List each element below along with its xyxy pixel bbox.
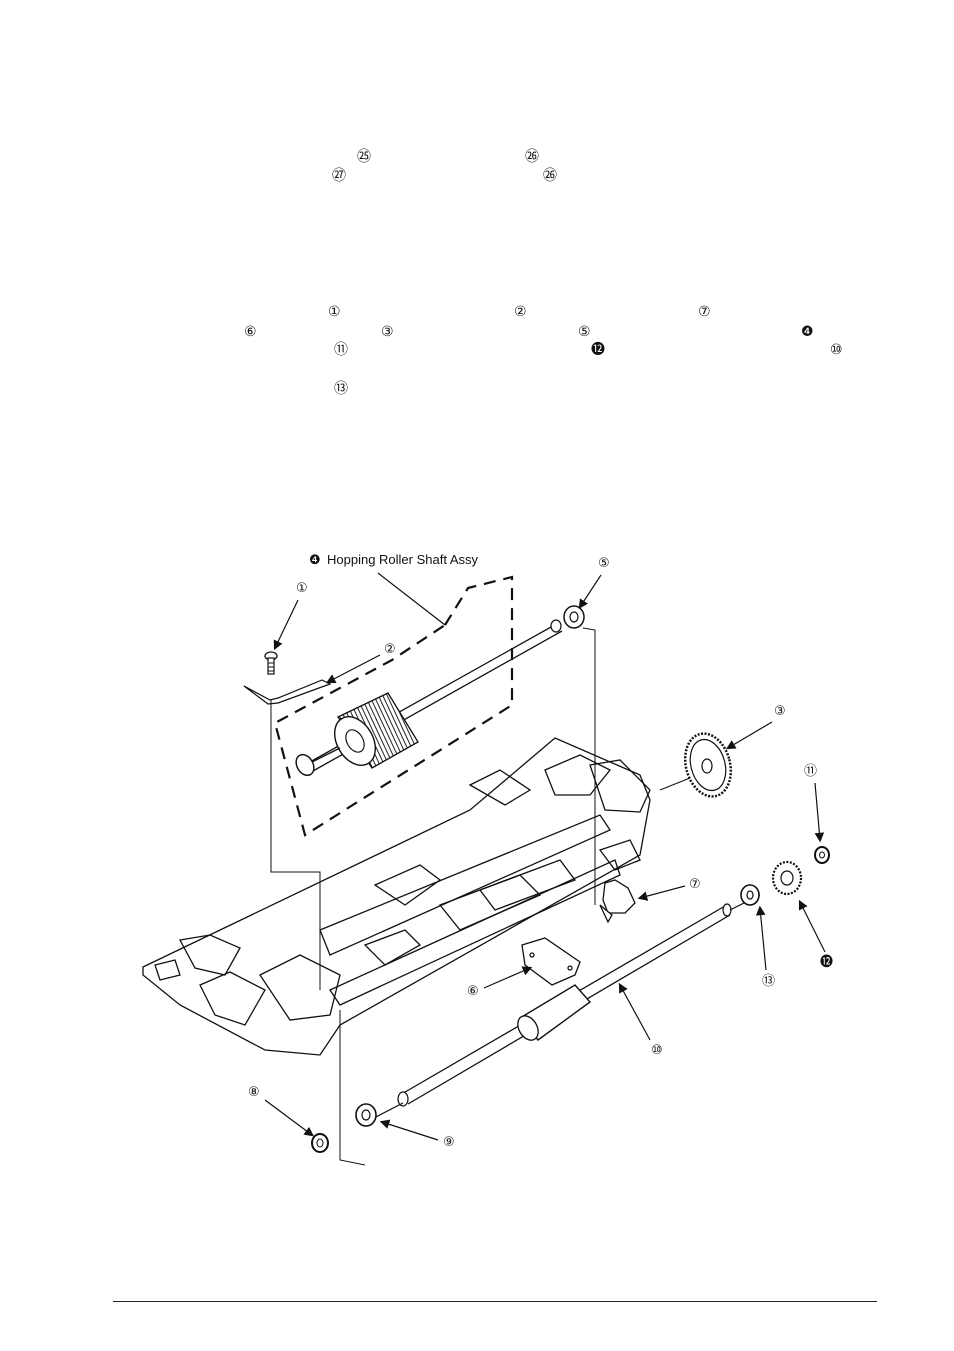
callout-2: ②: [325, 642, 396, 684]
gear-3-part: [659, 732, 733, 798]
svg-text:⓬: ⓬: [820, 955, 833, 970]
assy-marker: ❹: [309, 552, 321, 567]
assy-title: ❹ Hopping Roller Shaft Assy: [309, 552, 479, 567]
svg-text:⑨: ⑨: [443, 1135, 455, 1150]
ref-25: ㉕: [357, 149, 371, 165]
footer-rule: [113, 1301, 877, 1302]
main-frame: [142, 737, 651, 1056]
svg-text:⑥: ⑥: [467, 984, 479, 999]
ering-11-part: [814, 846, 830, 864]
svg-text:③: ③: [774, 704, 786, 719]
ref-1: ①: [328, 304, 341, 320]
callout-6: ⑥: [467, 966, 533, 999]
assy-boundary: [273, 575, 514, 837]
ref-7: ⑦: [698, 304, 711, 320]
ref-11: ⑪: [334, 342, 348, 358]
callout-13: ⑬: [755, 905, 775, 989]
gear-12-part: [771, 860, 803, 896]
ref-6: ⑥: [244, 324, 257, 340]
ref-5: ⑤: [578, 324, 591, 340]
bearing-13-part: [740, 884, 760, 906]
callout-10: ⑩: [618, 982, 663, 1058]
roller-10-shaft: [369, 894, 761, 1121]
hopping-roller-shaft: [295, 619, 563, 777]
callout-8: ⑧: [248, 1085, 314, 1137]
svg-text:⑦: ⑦: [689, 877, 701, 892]
guide-lines: [270, 627, 596, 1166]
assy-label: Hopping Roller Shaft Assy: [327, 552, 479, 567]
ering-8-part: [311, 1133, 329, 1153]
callout-9: ⑨: [379, 1119, 455, 1150]
svg-text:①: ①: [296, 581, 308, 596]
svg-text:⑩: ⑩: [651, 1043, 663, 1058]
ref-2: ②: [514, 304, 527, 320]
svg-text:②: ②: [384, 642, 396, 657]
callout-1: ①: [273, 581, 308, 651]
screw-part: [264, 651, 278, 675]
svg-text:⑬: ⑬: [762, 974, 775, 989]
ref-13: ⑬: [334, 381, 348, 397]
svg-text:⑧: ⑧: [248, 1085, 260, 1100]
callout-11: ⑪: [804, 764, 825, 843]
callout-3: ③: [725, 704, 786, 750]
ref-26-filled-b: ㉖: [543, 168, 557, 184]
ref-12-filled: ⓬: [591, 342, 605, 358]
callout-5: ⑤: [578, 556, 610, 610]
assy-leader-line: [377, 572, 446, 626]
callout-12: ⓬: [798, 899, 833, 970]
ref-4-filled: ❹: [801, 324, 814, 340]
ref-26-filled: ㉖: [525, 149, 539, 165]
bracket-7-part: [599, 879, 636, 924]
svg-text:⑪: ⑪: [804, 764, 817, 779]
ref-27: ㉗: [332, 168, 346, 184]
bracket-6-part: [521, 937, 581, 986]
svg-text:⑤: ⑤: [598, 556, 610, 571]
ref-10: ⑩: [830, 342, 843, 358]
bearing-5-part: [563, 605, 585, 629]
ref-3: ③: [381, 324, 394, 340]
callout-7: ⑦: [637, 877, 701, 901]
bearing-9-part: [355, 1103, 377, 1127]
